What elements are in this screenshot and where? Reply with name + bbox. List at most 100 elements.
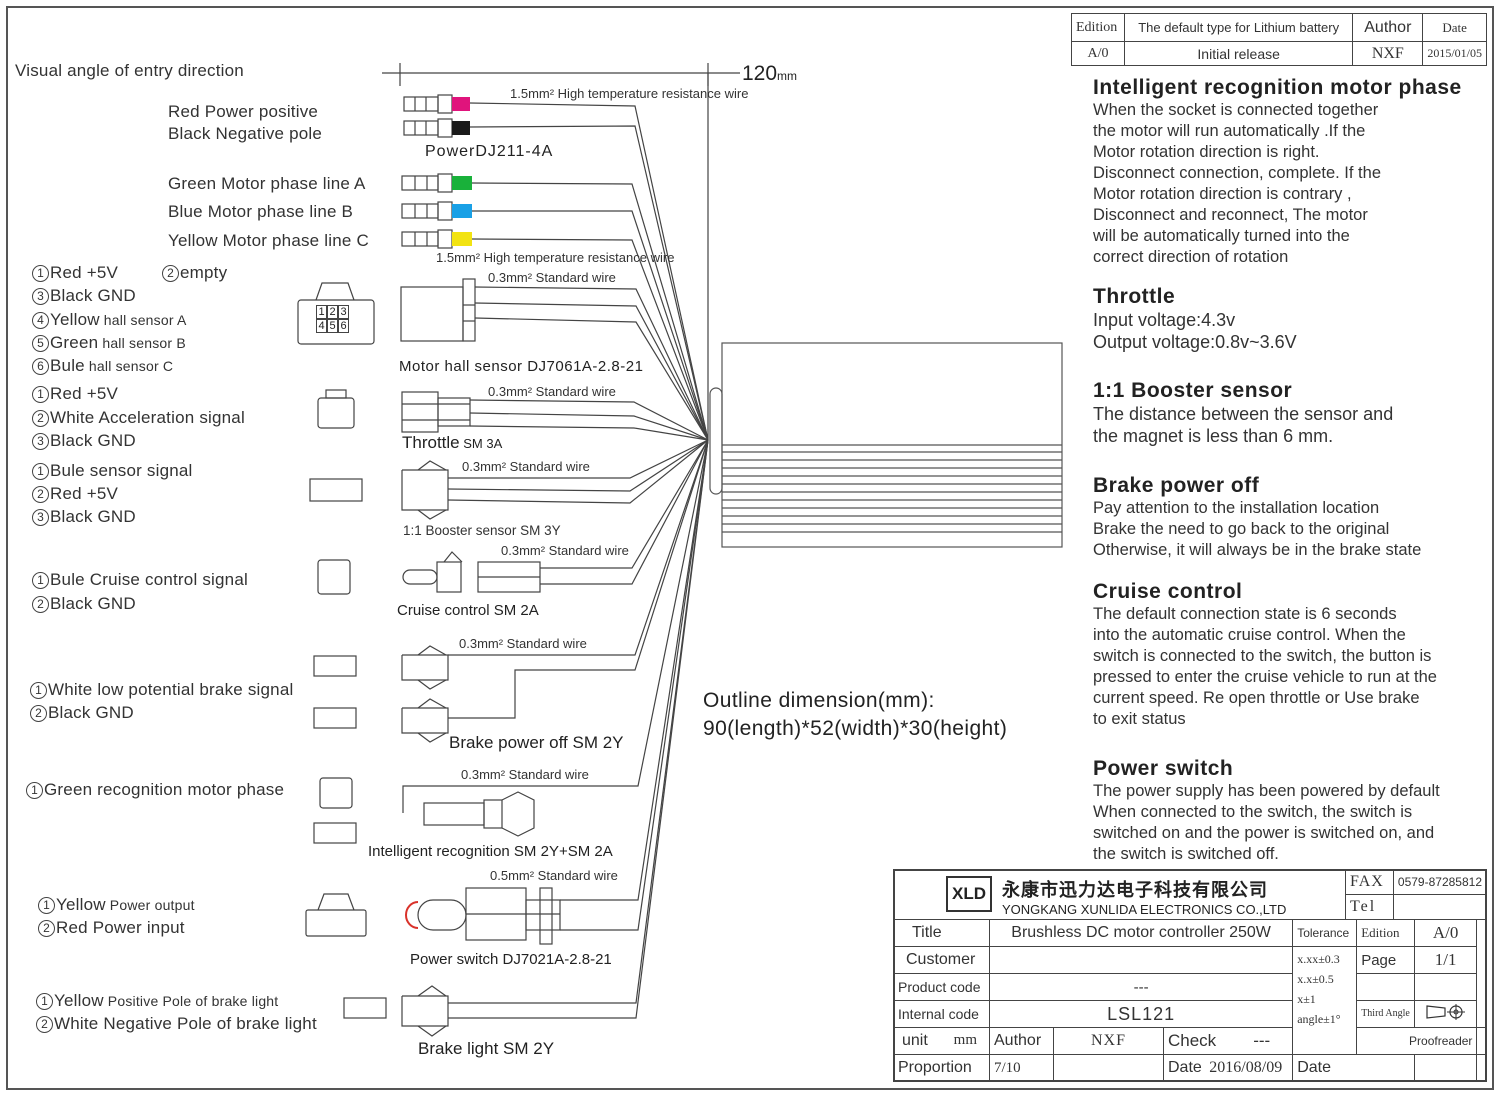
- note-line: to exit status: [1093, 710, 1186, 728]
- note-line: Input voltage:4.3v: [1093, 310, 1236, 330]
- brake-pin2-text: Black GND: [48, 703, 134, 722]
- brakelight-pin1-text: Positive Pole of brake light: [103, 993, 279, 1009]
- hall-pin-cell: 2: [327, 305, 338, 319]
- third-angle-label: Third Angle: [1356, 1000, 1415, 1028]
- rev-edition-label: Edition: [1071, 13, 1125, 42]
- hall-pin5-text: hall sensor B: [98, 335, 186, 351]
- rev-date-label: Date: [1422, 13, 1487, 42]
- edition-label: Edition: [1356, 919, 1415, 947]
- throttle-pin3-text: Black GND: [50, 431, 136, 450]
- note-line: switched on and the power is switched on…: [1093, 824, 1435, 842]
- author-label: Author: [989, 1027, 1054, 1055]
- power-connector: [403, 94, 453, 138]
- unit-label: unit: [902, 1032, 928, 1049]
- pswitch-pin2-color: Red: [56, 918, 88, 937]
- pswitch-wire-spec: 0.5mm² Standard wire: [490, 868, 618, 883]
- cruise-connector-name: Cruise control SM 2A: [397, 602, 539, 619]
- outline-title: Outline dimension(mm):: [703, 689, 935, 712]
- note-line: into the automatic cruise control. When …: [1093, 626, 1406, 644]
- brake-wire-spec: 0.3mm² Standard wire: [459, 636, 587, 651]
- rev-default-type: The default type for Lithium battery: [1123, 13, 1354, 42]
- phase-yellow-swatch: [452, 232, 472, 246]
- check-cell: Check---: [1162, 1027, 1294, 1055]
- proportion-value: 7/10: [989, 1054, 1054, 1082]
- hall-pin-cell: 5: [327, 319, 338, 333]
- internal-code-label: Internal code: [893, 1000, 990, 1028]
- throttle-pin1-text: Red +5V: [50, 384, 119, 403]
- note-line: When the socket is connected together: [1093, 101, 1379, 119]
- note-line: current speed. Re open throttle or Use b…: [1093, 689, 1420, 707]
- fax-label: FAX: [1345, 869, 1394, 895]
- proportion-label: Proportion: [898, 1059, 972, 1076]
- booster-connector-name: 1:1 Booster sensor SM 3Y: [403, 523, 561, 538]
- date-label-2: Date: [1292, 1054, 1415, 1082]
- proofreader-label: Proofreader: [1356, 1027, 1478, 1055]
- projection-symbol-icon: [1426, 1004, 1465, 1020]
- note-line: Otherwise, it will always be in the brak…: [1093, 541, 1422, 559]
- brakelight-pin2-text: White Negative Pole of brake light: [54, 1014, 317, 1033]
- blank-cell: [1413, 973, 1478, 1001]
- note-line: Disconnect and reconnect, The motor: [1093, 206, 1368, 224]
- note-title: Throttle: [1093, 285, 1176, 308]
- outline-value: 90(length)*52(width)*30(height): [703, 717, 1008, 740]
- hall-pin5-color: Green: [50, 333, 99, 352]
- rev-author-value: NXF: [1352, 41, 1424, 66]
- recog-connector-name: Intelligent recognition SM 2Y+SM 2A: [368, 843, 613, 860]
- rev-edition-value: A/0: [1071, 41, 1125, 66]
- hall-pin-cell: 6: [338, 319, 349, 333]
- edition-value: A/0: [1413, 919, 1478, 947]
- fax-tel-table: FAX 0579-87285812 Tel: [1345, 869, 1488, 920]
- booster-connector: [309, 460, 449, 520]
- note-line: Pay attention to the installation locati…: [1093, 499, 1380, 517]
- note-line: The power supply has been powered by def…: [1093, 782, 1440, 800]
- view-direction-label: Visual angle of entry direction: [15, 61, 244, 80]
- note-line: will be automatically turned into the: [1093, 227, 1350, 245]
- rev-author-label: Author: [1352, 13, 1424, 42]
- date-value: 2016/08/09: [1209, 1059, 1283, 1076]
- note-line: Brake the need to go back to the origina…: [1093, 520, 1390, 538]
- page-value: 1/1: [1413, 946, 1478, 974]
- brake-pin1-text: White low potential brake signal: [48, 680, 294, 699]
- note-line: the magnet is less than 6 mm.: [1093, 426, 1334, 446]
- dimension-line: [382, 63, 740, 440]
- phase-yellow-label: Yellow Motor phase line C: [168, 231, 369, 250]
- phase-green-label: Green Motor phase line A: [168, 174, 366, 193]
- hall-pin4-color: Yellow: [50, 310, 100, 329]
- internal-code-value: LSL121: [988, 1000, 1294, 1028]
- controller-housing: [709, 342, 1063, 548]
- hall-pin6-text: hall sensor C: [84, 358, 174, 374]
- hall-connector: [297, 278, 476, 345]
- company-name-cn: 永康市迅力达电子科技有限公司: [1002, 880, 1268, 900]
- check-label: Check: [1168, 1031, 1217, 1050]
- cruise-pin2-text: Black GND: [50, 594, 136, 613]
- cruise-wire-spec: 0.3mm² Standard wire: [501, 543, 629, 558]
- blank-cell: [1053, 1054, 1164, 1082]
- proportion-cell: Proportion: [893, 1054, 990, 1082]
- power-black-swatch: [452, 121, 470, 135]
- note-line: Output voltage:0.8v~3.6V: [1093, 332, 1297, 352]
- note-line: pressed to enter the cruise vehicle to r…: [1093, 668, 1437, 686]
- tel-label: Tel: [1345, 894, 1394, 920]
- recog-pin1-text: Green recognition motor phase: [44, 780, 285, 799]
- pswitch-pin1-color: Yellow: [56, 895, 106, 914]
- power-red-label: Red Power positive: [168, 102, 319, 121]
